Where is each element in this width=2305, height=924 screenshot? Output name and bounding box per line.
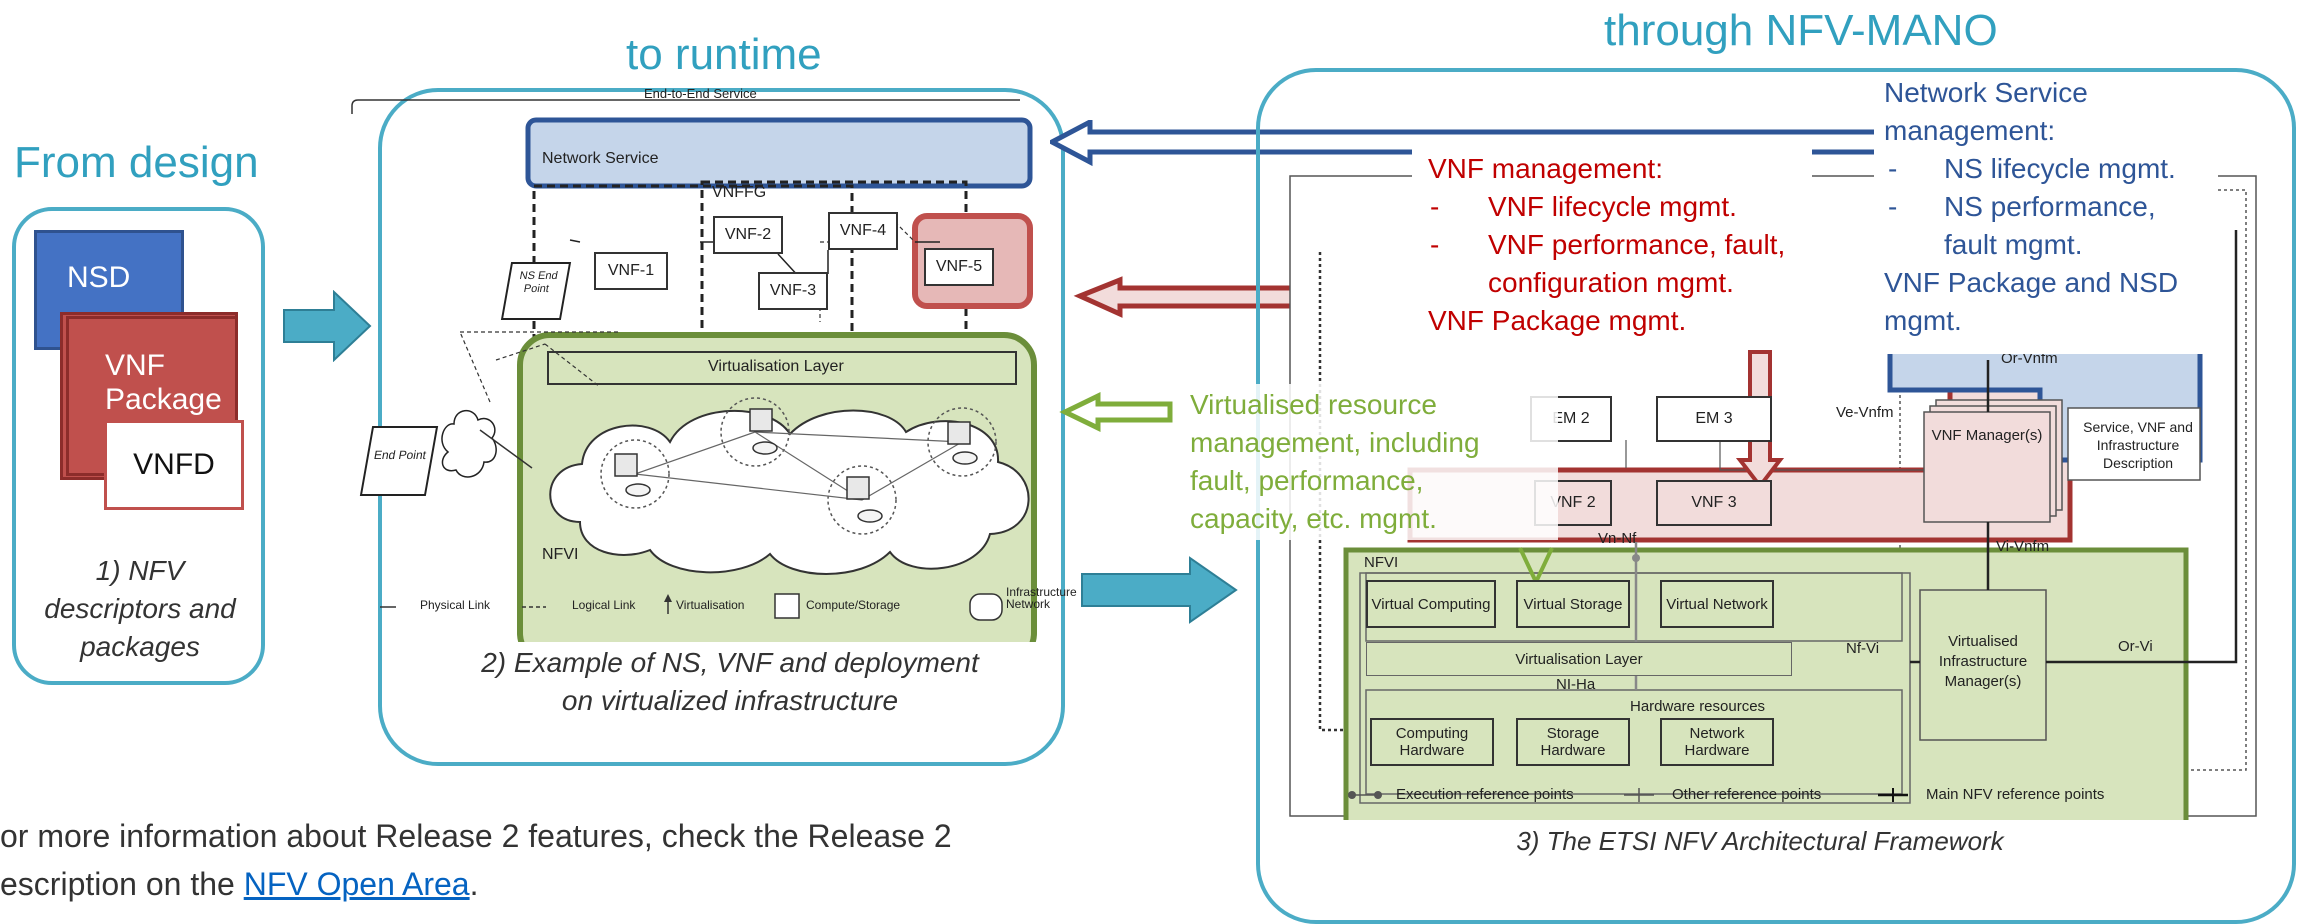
virtual-computing-box: Virtual Computing [1366,580,1496,628]
nsd-label: NSD [67,261,131,294]
vnf-manager-label: VNF Manager(s) [1931,427,2043,444]
ns-deployment-diagram [351,99,1037,642]
end-point: End Point [359,426,439,496]
vnf-mgmt-item2: VNF performance, fault, [1488,229,1786,260]
heading-through-mano: through NFV-MANO [1604,6,1998,55]
caption-panel2: 2) Example of NS, VNF and deployment on … [410,644,1050,720]
virt-res-line2: management, including [1190,427,1480,458]
caption-panel1-line1: 1) NFV [95,555,185,586]
caption-panel1-line2: descriptors and [44,593,236,624]
virt-res-line3: fault, performance, [1190,465,1424,496]
legend-execution-ref: Execution reference points [1396,786,1574,803]
ns-mgmt-title-1: Network Service [1884,77,2088,108]
vi-vnfm-label: Vi-Vnfm [1996,538,2050,555]
footer-suffix: . [469,866,479,902]
legend-logical-link: Logical Link [572,598,636,612]
vnf-mgmt-dash2: - [1430,229,1440,260]
vnf-mgmt-title: VNF management: [1428,153,1663,184]
vnf-mgmt-dash1: - [1430,191,1440,222]
footer-line1: or more information about Release 2 feat… [0,818,952,854]
or-vnfm-label: Or-Vnfm [2001,350,2058,367]
virt-res-line4: capacity, etc. mgmt. [1190,503,1437,534]
vnf1-box: VNF-1 [594,252,668,290]
vn-nf-label: Vn-Nf [1598,530,1637,547]
legend-virtualisation: Virtualisation [676,598,745,612]
heading-from-design: From design [14,138,259,187]
panel-descriptors [12,207,265,685]
ve-vnfm-label: Ve-Vnfm [1836,404,1894,421]
nfv-open-area-link[interactable]: NFV Open Area [243,866,470,902]
ns-mgmt-item2: NS performance, [1944,191,2156,222]
network-service-label: Network Service [542,150,659,167]
storage-hardware-box: Storage Hardware [1516,718,1630,766]
ns-mgmt-item2b: fault mgmt. [1944,229,2083,260]
vnf5-box: VNF-5 [924,248,994,286]
virt-res-line1: Virtualised resource [1190,389,1437,420]
em3-box: EM 3 [1656,396,1772,442]
vnf-mgmt-item1: VNF lifecycle mgmt. [1488,191,1737,222]
ns-end-point: NS End Point [500,262,572,320]
vnf-package-label-2: Package [105,383,222,416]
ns-mgmt-callout-bg [1874,72,2218,354]
legend-physical-link: Physical Link [420,598,491,612]
virtual-storage-box: Virtual Storage [1516,580,1630,628]
caption-panel3: 3) The ETSI NFV Architectural Framework [1516,826,2004,856]
computing-hardware-box: Computing Hardware [1370,718,1494,766]
end-to-end-service-label: End-to-End Service [644,86,757,101]
ni-ha-label: NI-Ha [1556,676,1596,693]
vnf3-box: VNF-3 [758,272,828,310]
ns-package-mgmt-1: VNF Package and NSD [1884,267,2179,298]
vnf4-box: VNF-4 [828,212,898,250]
or-vi-label: Or-Vi [2118,638,2153,655]
arrow-design-to-runtime [283,290,372,362]
service-description-label: Service, VNF and Infrastructure Descript… [2083,419,2193,471]
arrow-runtime-to-mano [1081,556,1238,624]
hw-resources-label: Hardware resources [1630,698,1766,715]
legend-other-ref: Other reference points [1672,786,1822,803]
vnf-mgmt-callout-bg [1412,138,1812,350]
virt-layer-label: Virtualisation Layer [708,358,844,375]
legend-infrastructure-network: Infrastructure Network [1006,585,1077,611]
virt-layer-box: Virtualisation Layer [1366,642,1792,676]
caption-panel1: 1) NFV descriptors and packages [20,552,260,666]
ns-mgmt-item1: NS lifecycle mgmt. [1944,153,2176,184]
legend-main-ref: Main NFV reference points [1926,786,2105,803]
legend-compute-storage: Compute/Storage [806,598,901,612]
vim-label: Virtualised Infrastructure Manager(s) [1938,633,2028,690]
vnfd-label: VNFD [133,448,215,481]
vnfd-document: VNFD [104,420,244,510]
vnf-package-mgmt: VNF Package mgmt. [1428,305,1687,336]
ns-mgmt-dash2: - [1888,191,1898,222]
footer-line2: escription on the NFV Open Area. [0,864,478,904]
ns-package-mgmt-2: mgmt. [1884,305,1962,336]
nfvi-label: NFVI [542,546,579,563]
ns-mgmt-dash1: - [1888,153,1898,184]
ns-mgmt-title-2: management: [1884,115,2056,146]
network-hardware-box: Network Hardware [1660,718,1774,766]
vnf2-box: VNF-2 [713,216,783,254]
vnf-mgmt-item2b: configuration mgmt. [1488,267,1734,298]
footer-prefix: escription on the [0,866,244,902]
vnf-package-label-1: VNF [105,349,165,382]
heading-to-runtime: to runtime [626,30,822,79]
vnffg-label: VNFFG [712,184,767,201]
caption-panel2-line2: on virtualized infrastructure [561,685,899,716]
nf-vi-label: Nf-Vi [1846,640,1880,657]
caption-panel1-line3: packages [80,631,200,662]
caption-panel2-line1: 2) Example of NS, VNF and deployment [481,647,979,678]
vnf3-instance-box: VNF 3 [1656,480,1772,526]
virt-res-callout-bg [1186,384,1558,540]
virtual-network-box: Virtual Network [1660,580,1774,628]
nfvi-frame-label: NFVI [1364,554,1399,571]
